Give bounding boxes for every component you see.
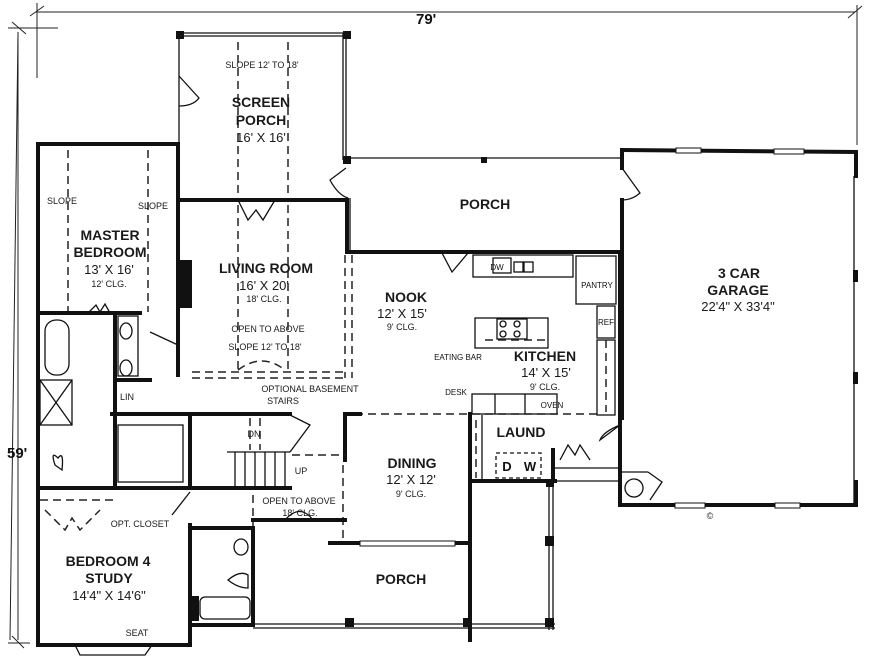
dryer-label: D [502, 459, 511, 474]
stairs-down-label: DN [248, 429, 261, 439]
dining [328, 412, 472, 547]
nook-size: 12' X 15' [377, 306, 427, 321]
foyer-ceiling-note: 18' CLG. [282, 508, 317, 518]
screen-porch-size: 16' X 16' [236, 130, 286, 145]
front-porch [253, 481, 555, 630]
nook-name: NOOK [385, 289, 427, 305]
master-bedroom-name-1: MASTER [80, 227, 139, 243]
basement-stairs-note-1: OPTIONAL BASEMENT [261, 384, 359, 394]
garage-name-2: GARAGE [707, 282, 768, 298]
laundry-name: LAUND [497, 424, 546, 440]
oven-label: OVEN [541, 401, 564, 410]
screen-porch-slope-note: SLOPE 12' TO 18' [225, 60, 298, 70]
garage-name-1: 3 CAR [718, 265, 760, 281]
screen-porch-name-1: SCREEN [232, 94, 290, 110]
master-slope-left: SLOPE [47, 196, 77, 206]
kitchen-name: KITCHEN [514, 348, 576, 364]
living-room-name: LIVING ROOM [219, 260, 313, 276]
nook-ceiling: 9' CLG. [387, 322, 417, 332]
garage-size: 22'4" X 33'4" [701, 299, 775, 314]
depth-dimension: 59' [7, 445, 27, 462]
nook-kitchen [345, 250, 624, 420]
master-slope-right: SLOPE [138, 201, 168, 211]
kitchen-size: 14' X 15' [521, 365, 571, 380]
master-bedroom-ceiling: 12' CLG. [91, 279, 126, 289]
dining-size: 12' X 12' [386, 472, 436, 487]
bedroom4-name-1: BEDROOM 4 [66, 553, 151, 569]
bedroom4-size: 14'4" X 14'6" [72, 588, 146, 603]
copyright-symbol: © [707, 511, 714, 521]
window-seat-label: SEAT [126, 628, 149, 638]
desk-label: DESK [445, 388, 467, 397]
washer-label: W [524, 459, 537, 474]
living-room [176, 198, 353, 379]
screen-porch-name-2: PORCH [236, 112, 287, 128]
master-bedroom-name-2: BEDROOM [73, 244, 146, 260]
eating-bar-label: EATING BAR [434, 353, 482, 362]
dimension-lines [8, 3, 863, 649]
kitchen-ceiling: 9' CLG. [530, 382, 560, 392]
stairs [110, 412, 347, 530]
living-room-slope-note: SLOPE 12' TO 18' [228, 342, 301, 352]
pantry-label: PANTRY [581, 281, 613, 290]
master-bath [36, 313, 192, 490]
optional-closet-label: OPT. CLOSET [111, 519, 170, 529]
garage [618, 147, 859, 509]
refrigerator-label: REF [598, 318, 614, 327]
rear-porch-name: PORCH [460, 196, 511, 212]
living-room-ceiling: 18' CLG. [246, 294, 281, 304]
bedroom4-name-2: STUDY [85, 570, 133, 586]
basement-stairs-note-2: STAIRS [267, 396, 299, 406]
living-room-size: 16' X 20' [239, 278, 289, 293]
master-bedroom [36, 142, 180, 647]
laundry [468, 412, 621, 642]
bedroom-4-study [36, 491, 255, 656]
dining-name: DINING [388, 455, 437, 471]
dining-ceiling: 9' CLG. [396, 489, 426, 499]
dishwasher-label: DW [490, 263, 504, 272]
front-porch-name: PORCH [376, 571, 427, 587]
linen-closet-label: LIN [120, 392, 134, 402]
living-room-open-note: OPEN TO ABOVE [231, 324, 304, 334]
width-dimension: 79' [416, 11, 436, 28]
foyer-open-note: OPEN TO ABOVE [262, 496, 335, 506]
master-bedroom-size: 13' X 16' [84, 262, 134, 277]
stairs-up-label: UP [295, 466, 308, 476]
